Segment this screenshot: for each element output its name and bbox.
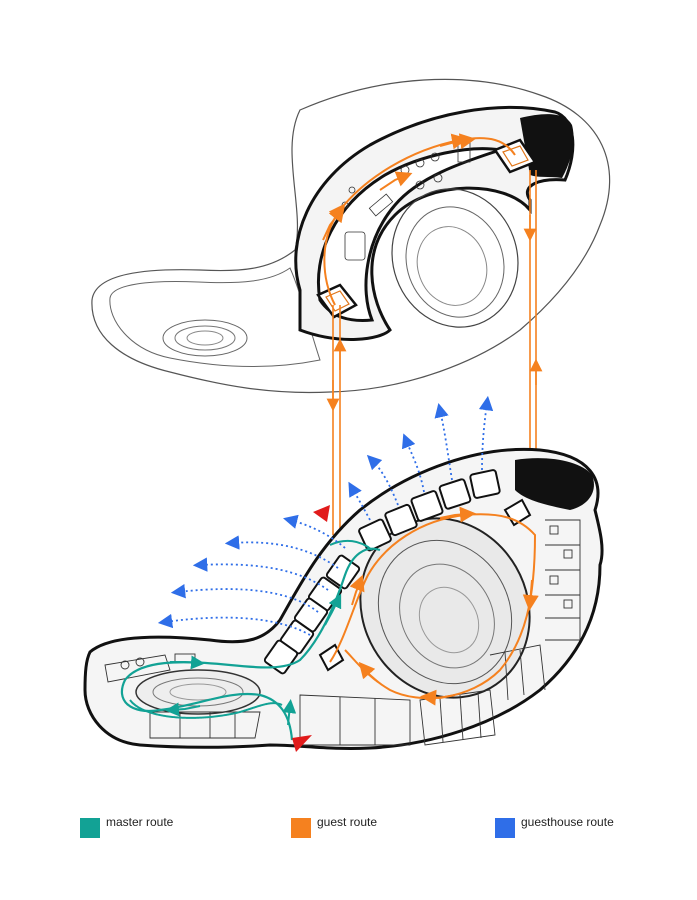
upper-pond-contour bbox=[186, 330, 224, 346]
lower-courtyard bbox=[377, 539, 513, 685]
lower-guest-route-arrow bbox=[358, 661, 379, 683]
blue-square-icon bbox=[495, 818, 515, 838]
upper-pond-contour bbox=[162, 319, 248, 357]
upper-guest-route-arrows bbox=[439, 133, 476, 150]
lower-courtyard bbox=[399, 563, 495, 669]
legend-item-guesthouse: guesthouse route bbox=[495, 815, 614, 839]
lower-master-route-arrow bbox=[282, 699, 297, 726]
teal-square-icon bbox=[80, 818, 100, 838]
lower-master-route-arrow bbox=[170, 655, 205, 670]
lower-left-rooms bbox=[104, 653, 261, 739]
lower-courtyard bbox=[418, 586, 480, 654]
upper-guest-route-arrows bbox=[322, 205, 345, 241]
lower-guest-route-arrow bbox=[439, 506, 476, 523]
upper-floor-plan bbox=[91, 78, 611, 394]
lower-master-route-arrow bbox=[324, 593, 342, 626]
upper-site-outline bbox=[91, 78, 611, 394]
legend-label: guesthouse route bbox=[521, 815, 614, 829]
lower-master-route-arrow bbox=[165, 702, 201, 717]
lower-guest-route-arrow bbox=[522, 579, 539, 611]
lower-guest-route-arrow bbox=[349, 574, 365, 606]
lower-bottom-rooms bbox=[299, 689, 496, 746]
upper-pond-contour bbox=[174, 325, 236, 351]
entrance-marker-top bbox=[313, 505, 330, 522]
orange-square-icon bbox=[291, 818, 311, 838]
upper-courtyard bbox=[416, 226, 488, 306]
upper-site-outline-inner bbox=[109, 267, 321, 368]
vertical-connections bbox=[326, 170, 543, 535]
lower-master-route-loop bbox=[129, 699, 283, 719]
upper-guest-route bbox=[323, 133, 516, 306]
entrance-marker-bottom bbox=[292, 735, 312, 752]
guesthouse-routes bbox=[157, 395, 494, 636]
lower-dark-wedge bbox=[515, 458, 594, 510]
upper-stair-right bbox=[493, 138, 537, 174]
floor-plan-diagram bbox=[83, 78, 611, 752]
legend-label: guest route bbox=[317, 815, 378, 829]
lower-guest-route bbox=[329, 513, 537, 700]
lower-guest-route-arrow bbox=[420, 689, 456, 706]
lower-right-rooms bbox=[489, 519, 581, 701]
upper-stair-left bbox=[316, 283, 358, 319]
upper-guest-route-arrows bbox=[379, 171, 413, 191]
lower-floor-plan bbox=[83, 395, 604, 752]
lower-left-courtyard bbox=[169, 683, 227, 701]
legend-label: master route bbox=[106, 815, 174, 829]
lower-master-route-upper bbox=[329, 539, 373, 551]
legend-item-master: master route bbox=[80, 815, 173, 839]
legend-item-guest: guest route bbox=[291, 815, 377, 839]
